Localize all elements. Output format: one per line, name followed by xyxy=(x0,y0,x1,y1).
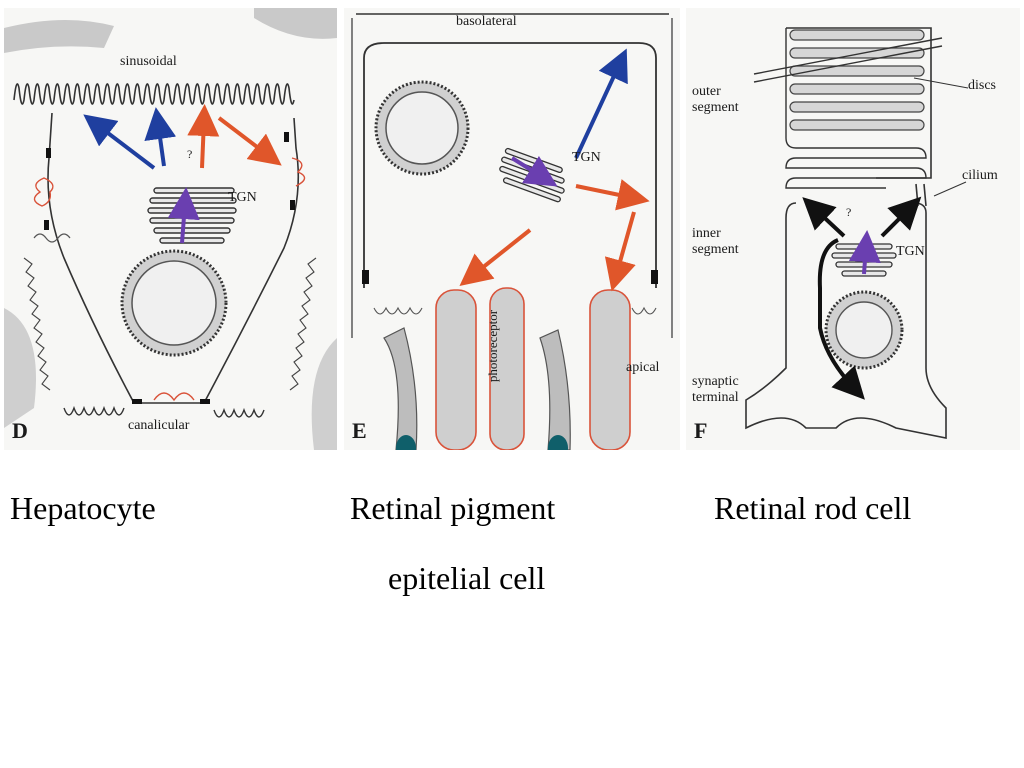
panel-rpe: basolateral TGN apical photoreceptor E xyxy=(344,8,680,450)
label-sinusoidal: sinusoidal xyxy=(120,54,177,69)
label-question: ? xyxy=(187,147,193,161)
label-question: ? xyxy=(846,205,852,219)
label-inner-segment: inner segment xyxy=(692,226,739,257)
label-tgn: TGN xyxy=(572,150,601,165)
panel-letter-d: D xyxy=(12,418,28,443)
label-canalicular: canalicular xyxy=(128,418,190,433)
label-tgn: TGN xyxy=(896,244,925,259)
label-cilium: cilium xyxy=(962,168,998,183)
caption-rpe-line2: epitelial cell xyxy=(388,560,546,596)
label-basolateral: basolateral xyxy=(456,14,517,29)
hepatocyte-diagram xyxy=(4,8,337,450)
label-tgn: TGN xyxy=(228,190,257,205)
panel-rod: outer segment discs cilium ? inner segme… xyxy=(686,8,1020,450)
label-synaptic-terminal: synaptic terminal xyxy=(692,374,739,405)
rpe-diagram xyxy=(351,13,673,450)
caption-hepatocyte: Hepatocyte xyxy=(10,490,156,526)
panel-letter-f: F xyxy=(694,418,708,443)
label-photoreceptor: photoreceptor xyxy=(485,309,501,383)
label-discs: discs xyxy=(968,78,996,93)
figure: sinusoidal ? TGN canalicular D xyxy=(4,8,1020,450)
label-outer-segment: outer segment xyxy=(692,84,739,115)
panel-letter-e: E xyxy=(352,418,367,443)
caption-rod: Retinal rod cell xyxy=(714,490,912,526)
rod-diagram xyxy=(745,27,969,439)
label-apical: apical xyxy=(626,360,660,375)
caption-rpe-line1: Retinal pigment xyxy=(350,490,556,526)
panel-hepatocyte: sinusoidal ? TGN canalicular D xyxy=(4,8,337,450)
